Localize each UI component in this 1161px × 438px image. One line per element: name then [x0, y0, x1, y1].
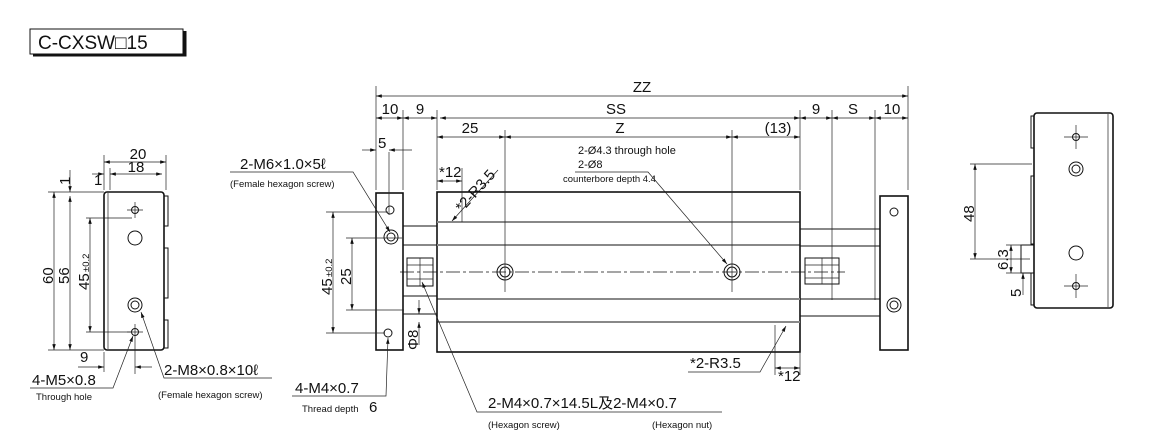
dim-9-right: 9: [812, 101, 820, 118]
dim-25-vertical: 25: [338, 268, 355, 285]
callout-hole-note: counterbore depth 4.4: [563, 174, 656, 185]
callout-screw-note2: (Hexagon nut): [652, 420, 712, 431]
dim-10-left: 10: [382, 101, 399, 118]
dim-20: 20: [130, 146, 147, 163]
dim-45-front-tolerance: ±0.2: [324, 259, 335, 277]
dim-5: 5: [378, 135, 386, 152]
title-box: C-CXSW□15: [29, 28, 187, 57]
dim-12-bottom: *12: [778, 368, 801, 385]
callout-m4-label: 4-M4×0.7: [295, 380, 359, 397]
title: C-CXSW□15: [38, 33, 148, 54]
dim-60: 60: [40, 267, 57, 284]
callout-m4-depth: 6: [369, 399, 377, 416]
dim-25: 25: [462, 120, 479, 137]
callout-m6-label: 2-M6×1.0×5ℓ: [240, 156, 326, 173]
callout-m5-note: Through hole: [36, 392, 92, 403]
dim-s: S: [848, 101, 858, 118]
right-view: 48 6.3 5: [961, 112, 1114, 309]
dim-r35-bottom: *2-R3.5: [690, 355, 741, 372]
dim-zz: ZZ: [633, 79, 651, 96]
callout-screw-note1: (Hexagon screw): [488, 420, 560, 431]
front-view: ZZ 10 9 SS 9 S 10 25 Z (13) 5 *12 *2-R3.…: [230, 79, 909, 431]
dim-10-right: 10: [884, 101, 901, 118]
dim-56: 56: [56, 267, 73, 284]
callout-m4-note: Thread depth: [302, 404, 359, 415]
callout-m5-label: 4-M5×0.8: [32, 372, 96, 389]
dim-1a: 1: [57, 177, 74, 185]
callout-screw-label: 2-M4×0.7×14.5L及2-M4×0.7: [488, 395, 677, 412]
dim-9: 9: [80, 349, 88, 366]
dim-6-3: 6.3: [995, 249, 1012, 270]
left-view: 20 18 1 1 60 56 45 ±0.2 9 4-M5×0.8 Throu…: [30, 146, 272, 403]
dim-5-right: 5: [1008, 289, 1025, 297]
dim-48: 48: [961, 205, 978, 222]
dim-phi8: Φ8: [405, 330, 422, 350]
callout-hole-line2: 2-Ø8: [578, 159, 602, 171]
dim-13: (13): [765, 120, 792, 137]
callout-m6-note: (Female hexagon screw): [230, 179, 335, 190]
callout-m8-note: (Female hexagon screw): [158, 390, 263, 401]
dim-12-top: *12: [439, 164, 462, 181]
dim-45-front: 45: [319, 278, 336, 295]
dim-ss: SS: [606, 101, 626, 118]
dim-9-left: 9: [416, 101, 424, 118]
callout-hole-line1: 2-Ø4.3 through hole: [578, 145, 676, 157]
dim-1b: 1: [94, 172, 102, 189]
dim-z: Z: [615, 120, 624, 137]
dim-45: 45: [76, 273, 93, 290]
callout-m8-label: 2-M8×0.8×10ℓ: [164, 362, 258, 379]
dim-18: 18: [128, 159, 145, 176]
dim-45-tolerance: ±0.2: [81, 254, 92, 272]
